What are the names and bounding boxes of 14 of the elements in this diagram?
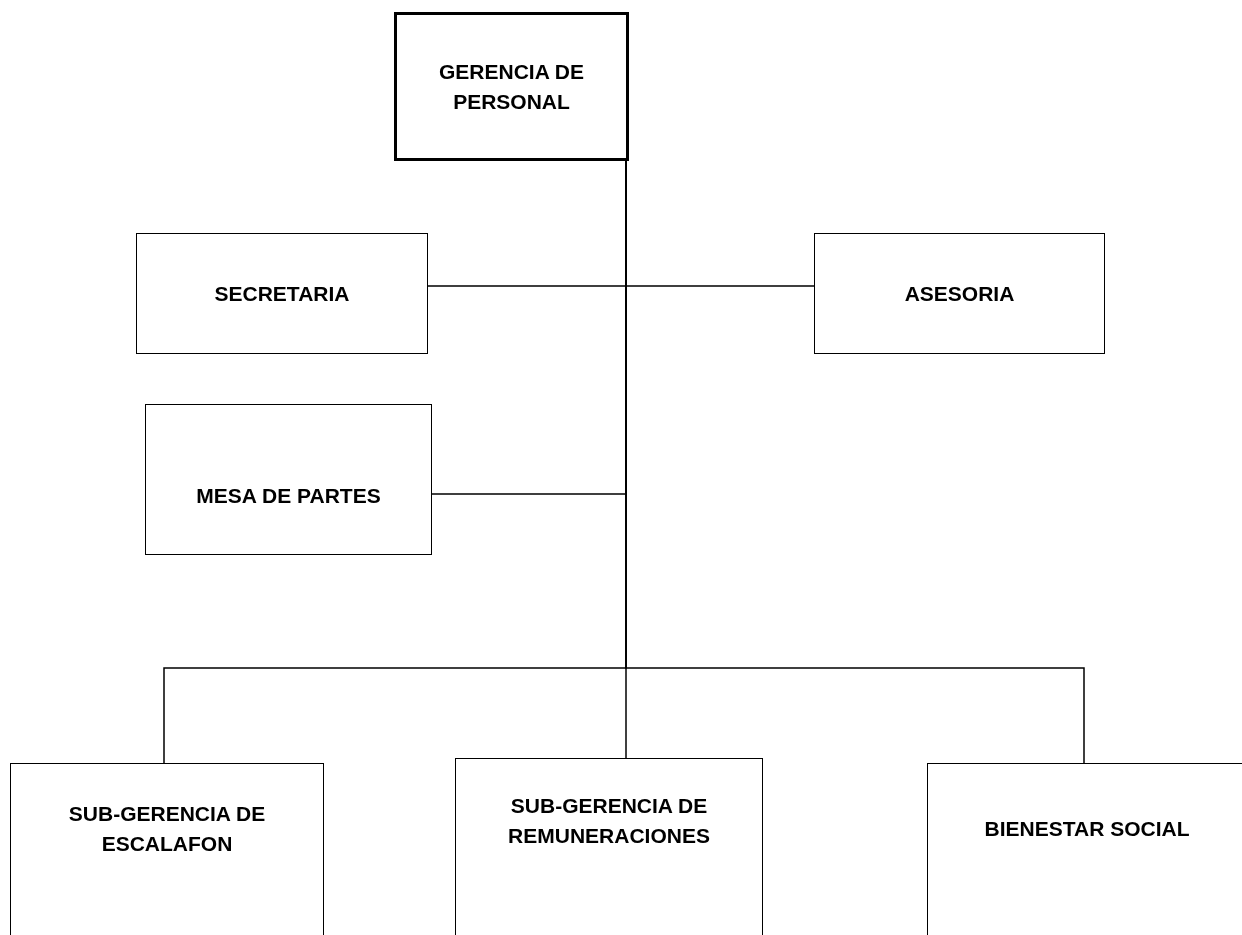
box-label: SECRETARIA — [213, 280, 351, 307]
box-label: MESA DE PARTES — [195, 482, 382, 509]
org-box — [455, 758, 763, 935]
org-box — [10, 763, 324, 935]
org-box — [394, 12, 629, 161]
box-label: GERENCIA DE PERSONAL — [437, 58, 586, 115]
box-label: SUB-GERENCIA DE ESCALAFON — [67, 801, 267, 857]
org-box — [145, 404, 432, 555]
box-label: SUB-GERENCIA DE REMUNERACIONES — [507, 792, 711, 849]
box-label: BIENESTAR SOCIAL — [983, 816, 1191, 842]
org-box — [927, 763, 1242, 935]
org-box — [136, 233, 428, 354]
box-label: ASESORIA — [903, 280, 1016, 307]
org-box — [814, 233, 1105, 354]
